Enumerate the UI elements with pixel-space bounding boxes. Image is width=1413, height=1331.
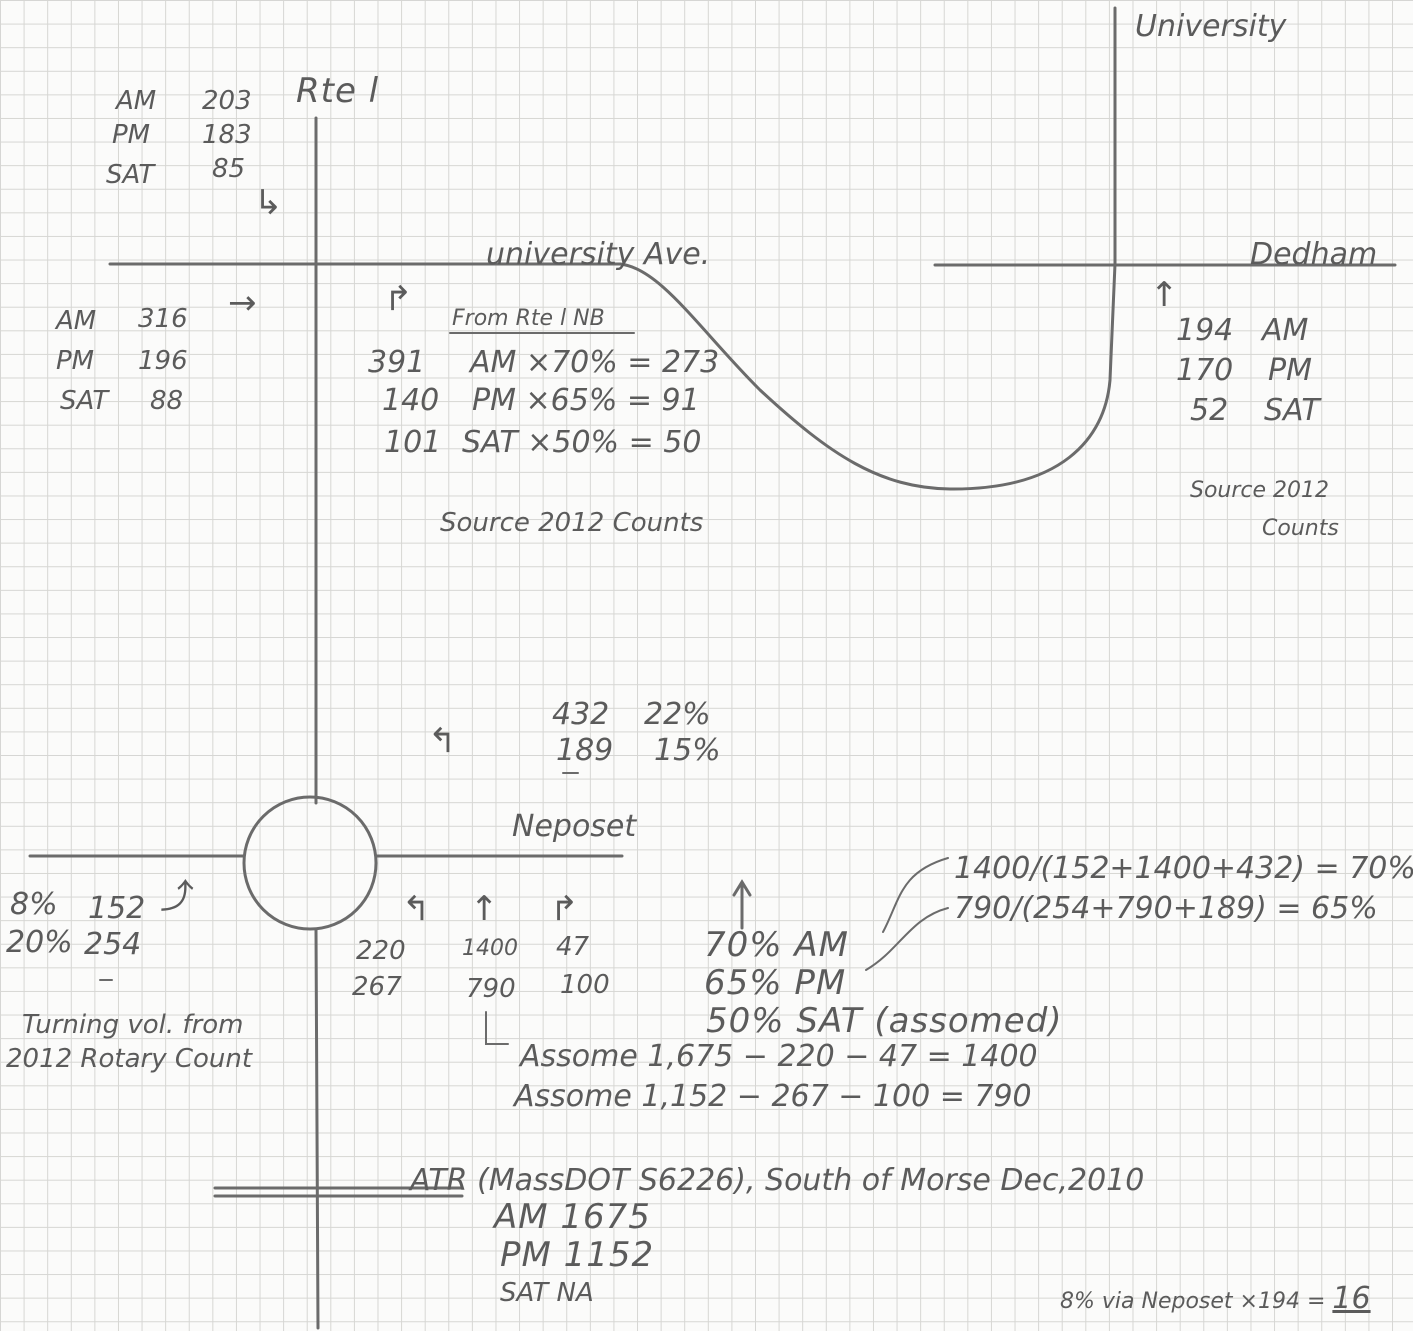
- dedham-source-2: Counts: [1262, 516, 1339, 541]
- left-sat-value: 88: [150, 386, 184, 416]
- right-turn-approach-icon: ↱: [550, 889, 579, 929]
- from-rte1-header: From Rte l NB: [452, 306, 605, 331]
- leader-pm: [865, 907, 949, 971]
- turning-vol-note: Turning vol. from: [22, 1010, 244, 1040]
- left-am-label: AM: [56, 306, 97, 336]
- dedham-pm-value: 170: [1176, 353, 1234, 388]
- left-turn-arrow-icon: ↰: [428, 721, 457, 761]
- university-label: University: [1135, 9, 1287, 44]
- from-rte1-calc: AM ×70% = 273: [470, 345, 720, 380]
- left-am-value: 316: [138, 304, 188, 334]
- from-rte1-count: 140: [382, 383, 440, 418]
- calc-pm: 790/(254+790+189) = 65%: [954, 891, 1378, 926]
- up-arrow-head: [732, 879, 752, 897]
- mid-value-2: 189: [556, 733, 614, 768]
- atr-pm: PM 1152: [500, 1235, 655, 1275]
- assume-pm: Assome 1,152 − 267 − 100 = 790: [514, 1079, 1032, 1114]
- atr-am: AM 1675: [494, 1197, 651, 1237]
- from-rte1-count: 101: [384, 425, 442, 460]
- from-rte1-calc: SAT ×50% = 50: [462, 425, 702, 460]
- topleft-pm-label: PM: [112, 120, 151, 150]
- dedham-sat-label: SAT: [1264, 393, 1320, 428]
- from-rte1-source: Source 2012 Counts: [440, 508, 704, 538]
- rte1-line-lower: [314, 928, 320, 1330]
- topleft-am-label: AM: [116, 86, 157, 116]
- rotary-value-1: 152: [88, 891, 146, 926]
- from-rte1-count: 391: [368, 345, 426, 380]
- dedham-pm-label: PM: [1268, 353, 1312, 388]
- bend-arrow-small: [485, 1011, 509, 1045]
- approach-through-am: 1400: [462, 936, 518, 961]
- left-pm-value: 196: [138, 346, 188, 376]
- atr-line: ATR (MassDOT S6226), South of Morse Dec,…: [410, 1163, 1145, 1198]
- approach-left-am: 220: [356, 936, 406, 966]
- approach-left-pm: 267: [352, 972, 402, 1002]
- turn-right-arrow-icon: ↱: [384, 279, 413, 319]
- rotary-circle: [242, 795, 378, 931]
- dedham-am-value: 194: [1176, 313, 1234, 348]
- right-turn-arrow-icon: ↳: [254, 183, 283, 223]
- rotary-pct-2: 20%: [6, 925, 73, 960]
- through-approach-icon: ↑: [470, 889, 499, 929]
- atr-sat: SAT NA: [500, 1278, 594, 1308]
- up-arrow-icon: ↑: [1150, 275, 1179, 315]
- turn-arrow-icon: ⤴: [160, 877, 194, 917]
- assume-am: Assome 1,675 − 220 − 47 = 1400: [520, 1039, 1038, 1074]
- university-ave-curve: [618, 262, 1117, 491]
- footer-calc-text: 8% via Neposet ×194 =: [1060, 1289, 1333, 1314]
- rte1-label: Rte l: [296, 71, 380, 111]
- dedham-sat-value: 52: [1190, 393, 1229, 428]
- right-arrow-icon: →: [228, 283, 257, 323]
- footer-calc: 8% via Neposet ×194 = 16: [1060, 1284, 1371, 1314]
- topleft-am-value: 203: [202, 86, 252, 116]
- left-turn-approach-icon: ↰: [402, 889, 431, 929]
- approach-through-pm: 790: [466, 974, 516, 1004]
- neposet-label: Neposet: [512, 809, 637, 844]
- footer-result: 16: [1332, 1281, 1371, 1316]
- pct-sat: 50% SAT (assomed): [706, 1001, 1063, 1041]
- topleft-sat-value: 85: [212, 154, 246, 184]
- approach-right-pm: 100: [560, 970, 610, 1000]
- mid-value-1: 432: [552, 697, 610, 732]
- rotary-count-note: 2012 Rotary Count: [6, 1044, 253, 1074]
- dedham-source-1: Source 2012: [1190, 478, 1330, 503]
- leader-am: [882, 857, 949, 933]
- from-rte1-calc: PM ×65% = 91: [472, 383, 700, 418]
- calc-am: 1400/(152+1400+432) = 70%: [954, 851, 1413, 886]
- dedham-am-label: AM: [1262, 313, 1309, 348]
- university-ave-label: university Ave.: [486, 237, 711, 272]
- left-sat-label: SAT: [60, 386, 109, 416]
- rotary-value-2: 254: [84, 927, 142, 962]
- mid-pct-1: 22%: [644, 697, 711, 732]
- left-pm-label: PM: [56, 346, 95, 376]
- topleft-sat-label: SAT: [106, 160, 155, 190]
- pct-am: 70% AM: [704, 925, 849, 965]
- topleft-pm-value: 183: [202, 120, 252, 150]
- pct-pm: 65% PM: [704, 963, 847, 1003]
- dedham-label: Dedham: [1250, 237, 1378, 272]
- rotary-pct-1: 8%: [10, 887, 58, 922]
- approach-right-am: 47: [556, 932, 590, 962]
- mid-pct-2: 15%: [654, 733, 721, 768]
